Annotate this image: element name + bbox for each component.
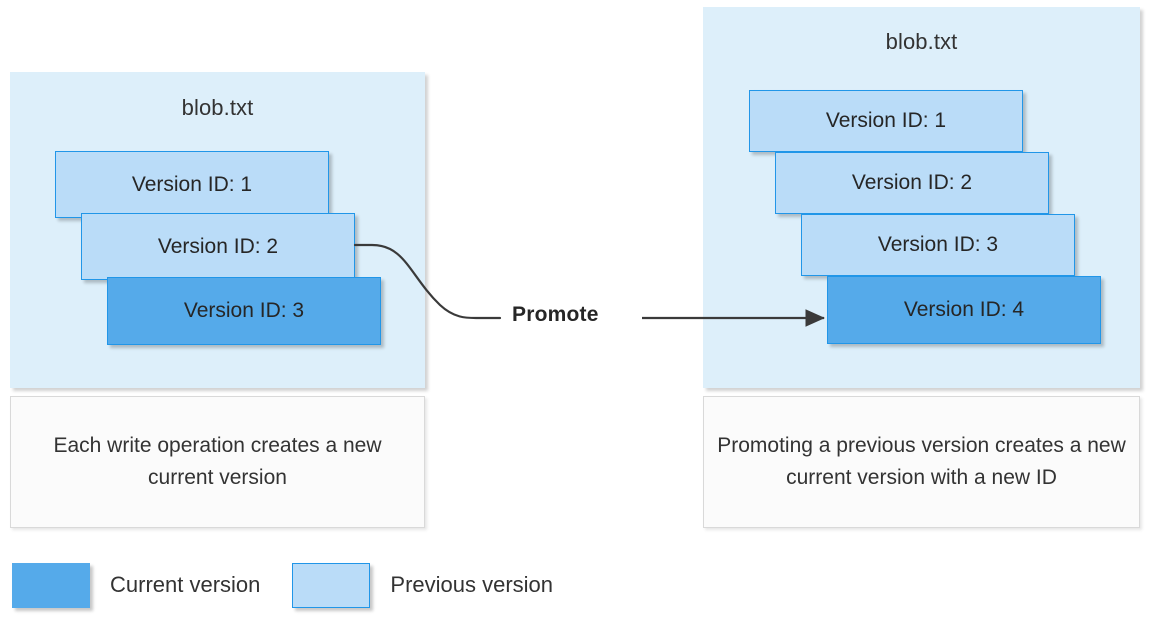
caption-right: Promoting a previous version creates a n…: [703, 396, 1140, 528]
legend-swatch-current-icon: [12, 562, 90, 608]
version-card-right-4[interactable]: Version ID: 4: [827, 276, 1101, 344]
blob-panel-right: blob.txt Version ID: 1 Version ID: 2 Ver…: [703, 7, 1140, 388]
legend-label-previous: Previous version: [390, 572, 554, 597]
version-card-label: Version ID: 1: [825, 109, 947, 132]
legend: Current version Previous version: [12, 555, 553, 615]
version-card-label: Version ID: 1: [131, 172, 253, 196]
version-card-label: Version ID: 3: [877, 233, 999, 256]
legend-label-current: Current version: [110, 572, 261, 597]
panel-left-title: blob.txt: [181, 95, 254, 120]
legend-item-previous-version: Previous version: [292, 562, 554, 608]
version-card-label: Version ID: 2: [157, 234, 279, 258]
caption-right-text: Promoting a previous version creates a n…: [717, 434, 1126, 489]
version-card-label: Version ID: 2: [851, 171, 973, 194]
version-card-label: Version ID: 3: [183, 299, 305, 322]
legend-item-current-version: Current version: [12, 562, 261, 608]
version-card-left-2[interactable]: Version ID: 2: [81, 213, 355, 280]
caption-left: Each write operation creates a new curre…: [10, 396, 425, 528]
version-card-right-3[interactable]: Version ID: 3: [801, 214, 1075, 276]
version-card-label: Version ID: 4: [903, 298, 1025, 321]
blob-panel-left: blob.txt Version ID: 1 Version ID: 2 Ver…: [10, 72, 425, 388]
version-card-left-1[interactable]: Version ID: 1: [55, 151, 329, 218]
version-card-right-2[interactable]: Version ID: 2: [775, 152, 1049, 214]
panel-right-title: blob.txt: [885, 29, 958, 54]
version-card-right-1[interactable]: Version ID: 1: [749, 90, 1023, 152]
promote-label: Promote: [512, 303, 599, 326]
caption-left-text: Each write operation creates a new curre…: [53, 434, 382, 489]
legend-swatch-previous-icon: [292, 562, 371, 608]
version-card-left-3[interactable]: Version ID: 3: [107, 277, 381, 345]
